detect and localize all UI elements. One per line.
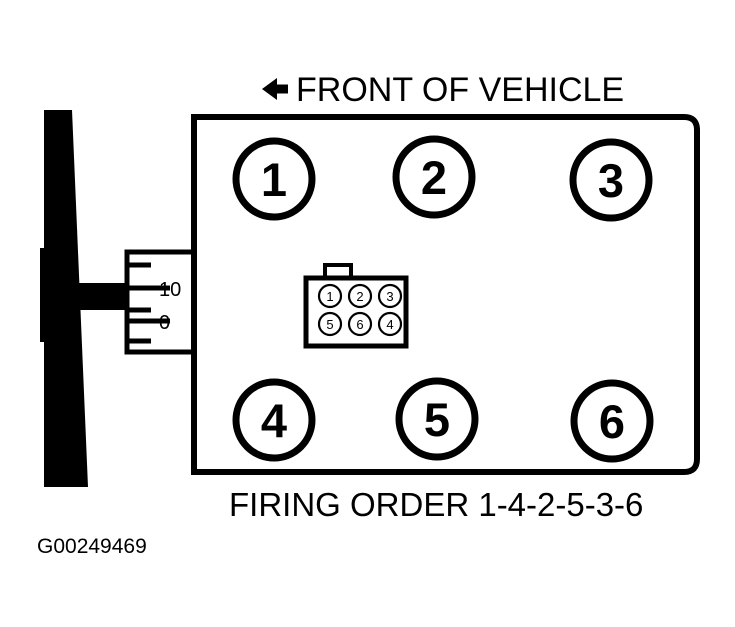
connector-pin-2-label: 2 — [356, 289, 363, 304]
connector-pin-6-circle — [347, 311, 373, 337]
firing-order-label: FIRING ORDER 1-4-2-5-3-6 — [229, 486, 643, 523]
cylinder-4-circle — [232, 378, 316, 462]
connector-pin-2-circle — [347, 283, 373, 309]
connector-pin-5-circle — [317, 311, 343, 337]
timing-mark-scale: 10 0 — [124, 249, 202, 355]
cylinder-1: 1 — [232, 137, 316, 221]
connector-pin-4-label: 4 — [386, 317, 393, 332]
connector-pin-3-circle — [377, 283, 403, 309]
connector-pin-5-label: 5 — [326, 317, 333, 332]
cylinder-positions: 1 2 3 4 5 6 — [232, 135, 654, 463]
cylinder-3-label: 3 — [598, 154, 624, 207]
timing-label-10: 10 — [159, 279, 181, 301]
connector-pin-1-circle — [317, 283, 343, 309]
cylinder-6: 6 — [570, 379, 654, 463]
cylinder-4: 4 — [232, 378, 316, 462]
engine-block-outline — [191, 114, 700, 475]
cylinder-6-label: 6 — [599, 395, 625, 448]
cylinder-5-label: 5 — [424, 393, 450, 446]
cylinder-2-circle — [392, 135, 476, 219]
connector-pin-1-label: 1 — [326, 289, 333, 304]
image-code-label: G00249469 — [37, 535, 147, 558]
distributor-cap-connector: 1 2 3 5 6 4 — [303, 263, 409, 349]
connector-pin-row-bottom: 5 6 4 — [317, 311, 403, 337]
left-arrow-icon — [262, 78, 288, 100]
front-of-vehicle-label: FRONT OF VEHICLE — [296, 71, 624, 109]
cylinder-3-circle — [569, 138, 653, 222]
cylinder-4-label: 4 — [261, 394, 287, 447]
front-of-vehicle-header: FRONT OF VEHICLE — [262, 71, 624, 109]
connector-pin-4-circle — [377, 311, 403, 337]
cylinder-2: 2 — [392, 135, 476, 219]
timing-label-0: 0 — [159, 312, 170, 334]
connector-pin-6-label: 6 — [356, 317, 363, 332]
cylinder-6-circle — [570, 379, 654, 463]
cylinder-3: 3 — [569, 138, 653, 222]
cylinder-5: 5 — [395, 377, 479, 461]
crankshaft-pulley-belt — [40, 110, 134, 487]
pulley-hub — [40, 248, 62, 342]
cylinder-1-label: 1 — [261, 153, 287, 206]
cylinder-1-circle — [232, 137, 316, 221]
cylinder-5-circle — [395, 377, 479, 461]
crankshaft-shaft — [56, 283, 134, 310]
connector-pin-3-label: 3 — [386, 289, 393, 304]
connector-pin-row-top: 1 2 3 — [317, 283, 403, 309]
cylinder-2-label: 2 — [421, 151, 447, 204]
